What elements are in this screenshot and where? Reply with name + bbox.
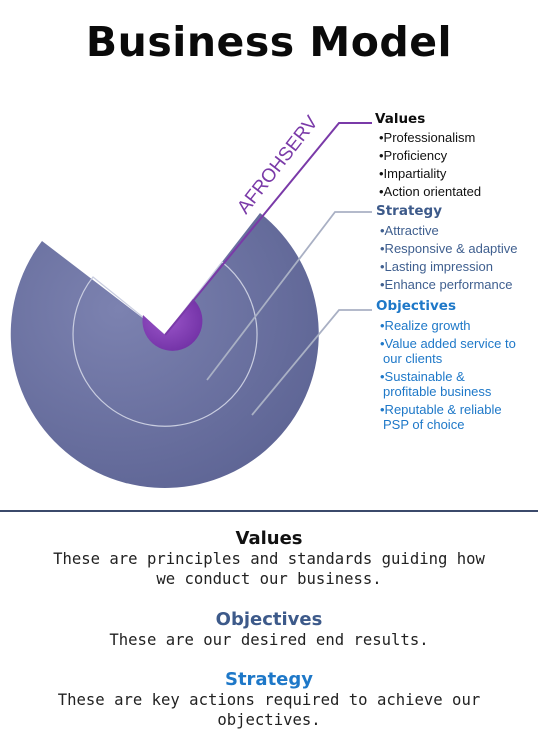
strategy-item: •Attractive bbox=[380, 223, 439, 238]
strategy-item: •Enhance performance bbox=[380, 277, 512, 292]
strategy-item: •Responsive & adaptive bbox=[380, 241, 518, 256]
strategy-leader-line bbox=[206, 211, 372, 381]
middle-ring-strategy bbox=[72, 261, 258, 427]
strategy-item: •Lasting impression bbox=[380, 259, 493, 274]
values-item: •Professionalism bbox=[379, 130, 475, 145]
legend-strategy-heading: Strategy bbox=[224, 669, 314, 690]
values-item: •Action orientated bbox=[379, 184, 481, 199]
legend-values-text: These are principles and standards guidi… bbox=[53, 550, 485, 568]
objectives-item: our clients bbox=[383, 351, 443, 366]
values-item: •Proficiency bbox=[379, 148, 448, 163]
legend-strategy-text: objectives. bbox=[217, 711, 321, 729]
legend-values-text: we conduct our business. bbox=[156, 570, 382, 588]
legend-values: Values These are principles and standard… bbox=[0, 528, 538, 589]
arc-label: AFROHSERV bbox=[233, 112, 322, 218]
objectives-item: •Realize growth bbox=[380, 318, 471, 333]
page-title: Business Model bbox=[85, 18, 453, 66]
outer-ring-objectives bbox=[10, 213, 319, 489]
section-divider bbox=[0, 510, 538, 512]
values-item: •Impartiality bbox=[379, 166, 447, 181]
legend-objectives: Objectives These are our desired end res… bbox=[0, 609, 538, 650]
strategy-heading: Strategy bbox=[376, 203, 442, 219]
legend-objectives-text: These are our desired end results. bbox=[109, 631, 429, 649]
legend-values-heading: Values bbox=[235, 528, 303, 549]
legend-objectives-heading: Objectives bbox=[215, 609, 323, 630]
business-model-diagram: AFROHSERV Values •Professionalism •Profi… bbox=[10, 111, 518, 489]
objectives-item: •Reputable & reliable bbox=[380, 402, 502, 417]
objectives-item: PSP of choice bbox=[383, 417, 464, 432]
objectives-leader-line bbox=[251, 309, 372, 416]
legend-strategy-text: These are key actions required to achiev… bbox=[57, 691, 481, 709]
values-heading: Values bbox=[375, 111, 425, 127]
objectives-item: profitable business bbox=[383, 384, 492, 399]
values-leader-line bbox=[164, 122, 372, 336]
objectives-item: •Sustainable & bbox=[380, 369, 465, 384]
objectives-heading: Objectives bbox=[376, 298, 456, 314]
center-core-values bbox=[142, 299, 203, 351]
objectives-item: •Value added service to bbox=[380, 336, 516, 351]
legend-strategy: Strategy These are key actions required … bbox=[0, 669, 538, 730]
